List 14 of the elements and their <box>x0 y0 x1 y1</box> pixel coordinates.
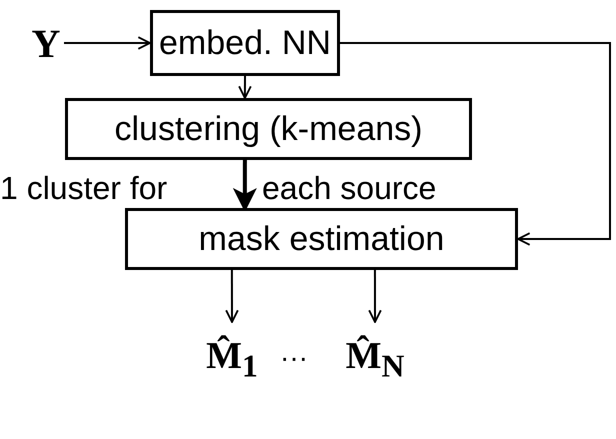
edge-annotation: each source <box>262 172 436 204</box>
edge-annotation: 1 cluster for <box>0 172 168 204</box>
variable-label: M̂$_{1}$ <box>197 322 267 396</box>
process-box: mask estimation <box>125 208 518 270</box>
arrow <box>368 270 382 323</box>
arrow <box>64 36 151 50</box>
process-box: embed. NN <box>150 10 340 76</box>
arrow <box>340 42 611 246</box>
arrow <box>238 76 252 99</box>
process-box: clustering (k-means) <box>65 98 472 160</box>
variable-label: M̂$_{N}$ <box>335 322 415 396</box>
edge-annotation: ··· <box>280 344 308 372</box>
arrow <box>225 270 239 323</box>
variable-label: Y <box>28 16 64 70</box>
